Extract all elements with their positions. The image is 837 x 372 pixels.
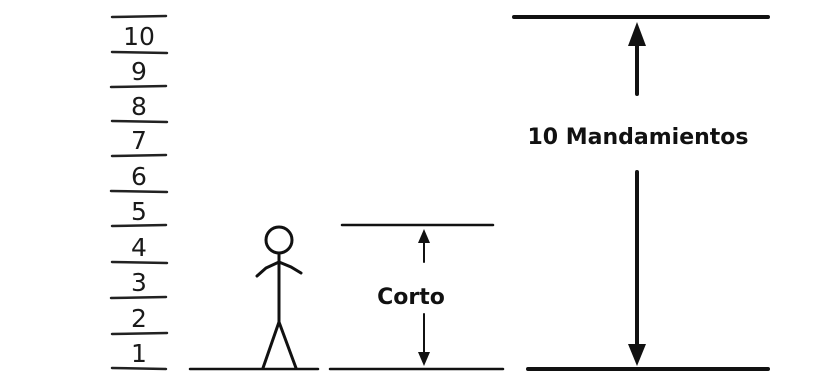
ladder-rung-3 [110,260,169,265]
stick-figure-left-leg [261,320,281,370]
stick-figure-head [264,225,294,255]
ladder-number-10: 10 [123,22,155,51]
ladder-number-8: 8 [131,92,147,121]
ladder-rung-10 [110,14,168,19]
ladder-rung-9 [110,50,169,55]
ladder-number-7: 7 [131,126,147,155]
ladder-rung-7 [110,119,169,124]
ladder-number-4: 4 [131,233,147,262]
stick-figure-left-arm [255,260,281,278]
ladder-rung-1 [110,331,169,336]
ladder-rung-5 [109,189,169,194]
ladder-number-1: 1 [131,339,147,368]
ladder-rung-2 [109,295,168,300]
ladder-number-5: 5 [131,197,147,226]
ladder: 1 2 3 4 5 6 7 8 9 10 [109,14,169,371]
ladder-rung-4 [110,223,168,228]
ladder-number-6: 6 [131,162,147,191]
stick-figure [188,225,320,371]
short-measure-arrow-down-head [418,352,430,366]
ladder-number-2: 2 [131,304,147,333]
short-measure-label: Corto [377,285,445,310]
ladder-number-3: 3 [131,268,147,297]
commandments-label: 10 Mandamientos [527,125,748,150]
stick-figure-right-arm [277,260,303,275]
stick-figure-right-leg [277,320,298,370]
commandments-arrow-down-head [628,344,646,366]
ladder-rung-6 [110,153,168,158]
commandments-measure: 10 Mandamientos [512,15,770,371]
ladder-rung-0 [110,366,168,371]
commandments-arrow-up-head [628,22,646,46]
ladder-rung-8 [109,84,168,89]
ladder-number-9: 9 [131,57,147,86]
short-measure-arrow-up-head [418,229,430,243]
short-measure: Corto [328,223,505,371]
